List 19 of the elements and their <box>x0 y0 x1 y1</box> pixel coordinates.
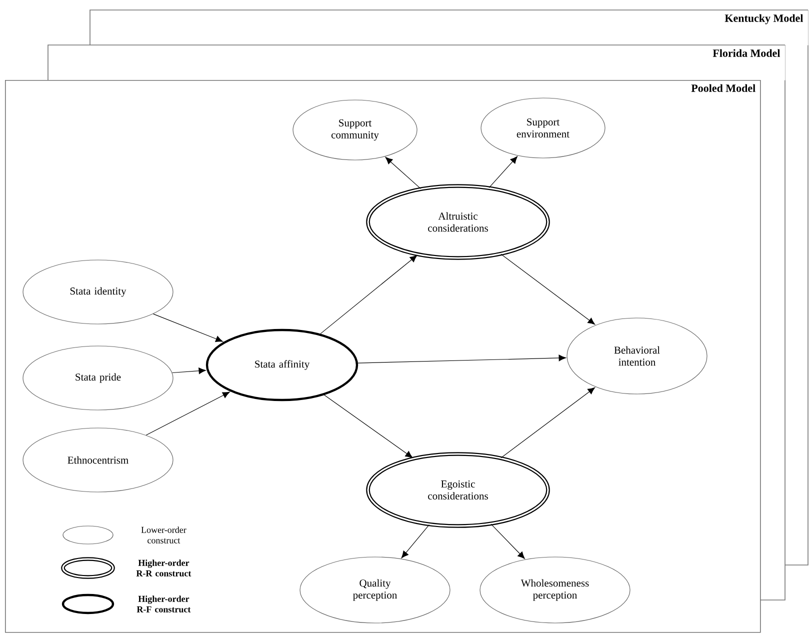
arrow <box>385 157 422 189</box>
arrow <box>490 524 525 559</box>
arrow <box>324 394 413 458</box>
node-label: Florida Model <box>712 49 780 57</box>
arrow <box>488 156 518 188</box>
node-label: Kentucky Model <box>724 14 804 24</box>
arrow <box>146 392 230 436</box>
model-panel: Kentucky Model <box>90 10 808 46</box>
legend-label: Lower-order construct <box>141 526 186 544</box>
arrow <box>401 524 430 558</box>
arrow <box>500 387 596 458</box>
legend-label: Higher-order R-R construct <box>136 560 192 576</box>
arrow <box>172 368 206 374</box>
arrow <box>152 314 223 342</box>
legend-label: Higher-order R-F construct <box>136 596 191 612</box>
arrow <box>500 254 596 325</box>
arrow <box>358 354 566 364</box>
arrow <box>320 255 418 334</box>
model-panel: Florida Model <box>48 44 786 80</box>
